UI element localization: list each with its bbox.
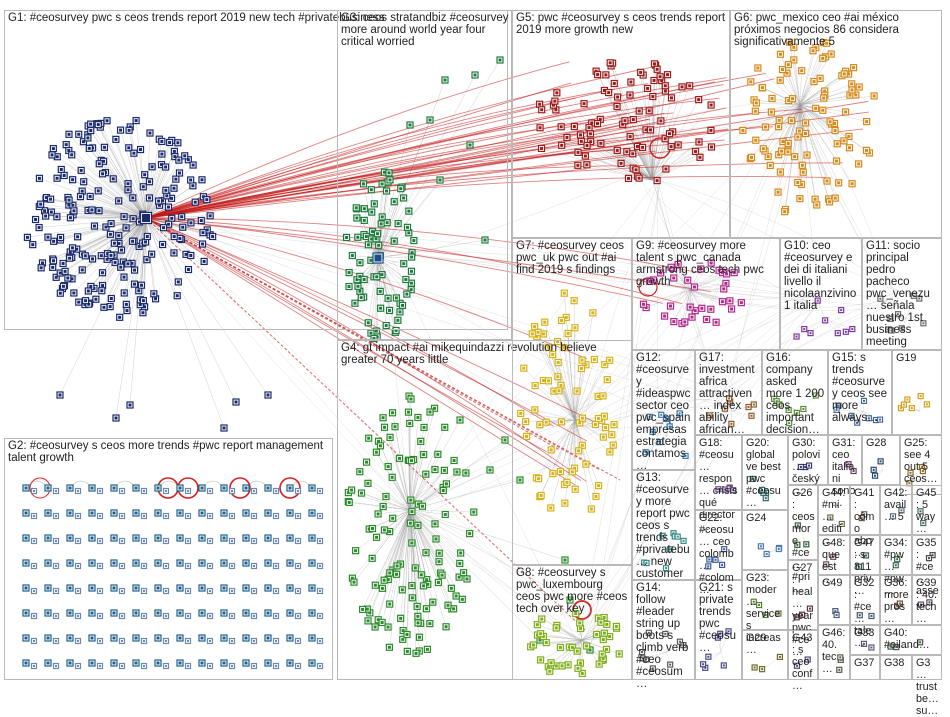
group-panel-g11: G11: socio principal pedro pacheco pwc_v…	[862, 238, 942, 350]
group-panel-g15: G15: s trends #ceosurvey ceos see more a…	[828, 350, 892, 435]
group-panel-g2: G2: #ceosurvey s ceos more trends #pwc r…	[4, 438, 333, 680]
group-panel-g16: G16: company asked more 1 200 ceos impor…	[762, 350, 828, 435]
group-label: G37	[854, 657, 877, 669]
group-panel-g13: G13: #ceosurvey more report pwc ceos s t…	[632, 470, 695, 580]
group-label: G6: pwc_mexico ceo #ai méxico próximos n…	[734, 12, 939, 48]
group-label: G3… trust be… su…	[916, 657, 939, 717]
group-label: G47: s 811 priv…	[854, 537, 877, 597]
group-panel-g41: G41: cómo abo…	[850, 485, 880, 535]
group-panel-g33: G33	[850, 625, 880, 655]
group-panel-g40: G40: #oiland…	[880, 625, 942, 655]
group-panel-g49: G49	[818, 575, 850, 625]
group-label: G42: avail… 5	[884, 487, 909, 523]
group-label: G2: #ceosurvey s ceos more trends #pwc r…	[8, 440, 330, 464]
group-panel-g29: G29	[742, 630, 788, 680]
group-label: G5: pwc #ceosurvey s ceos trends report …	[516, 12, 727, 36]
group-panel-g35: G35: #ce… asse…	[912, 535, 942, 575]
group-panel-g48: G48: que est…	[818, 535, 850, 575]
group-label: G3: ceos stratandbiz #ceosurvey more aro…	[341, 12, 509, 48]
group-panel-g34: G34: #pw… #pw…	[880, 535, 912, 575]
group-label: G7: #ceosurvey ceos pwc_uk pwc out #ai f…	[516, 240, 629, 276]
group-panel-g14: G14: follow #leader string up boots s cl…	[632, 580, 695, 680]
group-label: G39: 40. tech…	[916, 577, 939, 625]
group-panel-g8: G8: #ceosurvey s pwc_luxembourg ceos pwc…	[512, 565, 632, 680]
group-label: G17: investment africa attractiven… inde…	[699, 352, 759, 436]
group-panel-g42: G42: avail… 5	[880, 485, 912, 535]
graph-node-fill	[267, 394, 270, 397]
group-panel-g18: G18: #ceosu… respon… crisis qué director…	[695, 435, 742, 510]
group-label: G33	[854, 627, 877, 639]
group-label: G28	[866, 437, 897, 449]
group-panel-g6: G6: pwc_mexico ceo #ai méxico próximos n…	[730, 10, 942, 238]
group-label: G20: global ve best pwc #ceosu…	[746, 437, 785, 509]
group-label: G19	[896, 352, 939, 364]
group-panel-g3: G3: ceos stratandbiz #ceosurvey more aro…	[337, 10, 512, 340]
group-panel-g27: G27: heal… year pwc #ce…	[788, 560, 818, 630]
group-panel-g10: G10: ceo #ceosurvey e dei di italiani li…	[780, 238, 862, 350]
group-label: G40: #oiland…	[884, 627, 939, 651]
group-panel-g7: G7: #ceosurvey ceos pwc_uk pwc out #ai f…	[512, 238, 632, 565]
group-label: G16: company asked more 1 200 ceos impor…	[766, 352, 825, 436]
group-label: G22: #ceosu… ceo colomb… #colom…	[699, 512, 739, 596]
graph-node-fill	[129, 404, 132, 407]
group-label: G38	[884, 657, 909, 669]
graph-node-fill	[115, 417, 118, 420]
group-panel-g30: G30: polovi… český…	[788, 435, 828, 485]
group-label: G36: more pros…	[884, 577, 909, 625]
group-panel-g20: G20: global ve best pwc #ceosu…	[742, 435, 788, 510]
group-label: G25: see 4 out 5 ceos…	[904, 437, 939, 485]
group-label: G49	[822, 577, 847, 589]
group-panel-g38: G38	[880, 655, 912, 680]
group-label: G46: 40. tec…	[822, 627, 847, 675]
group-panel-g46: G46: 40. tec…	[818, 625, 850, 680]
group-label: G11: socio principal pedro pacheco pwc_v…	[866, 240, 939, 348]
group-label: G8: #ceosurvey s pwc_luxembourg ceos pwc…	[516, 567, 629, 615]
group-label: G43: s ceo conf…	[792, 632, 815, 692]
group-panel-g39: G39: 40. tech…	[912, 575, 942, 625]
graph-node-fill	[59, 394, 62, 397]
group-label: G14: follow #leader string up boots s cl…	[636, 582, 692, 690]
group-panel-g37: G37	[850, 655, 880, 680]
group-panel-g17: G17: investment africa attractiven… inde…	[695, 350, 762, 435]
group-panel-g22: G22: #ceosu… ceo colomb… #colom…	[695, 510, 742, 580]
group-panel-g3x: G3… trust be… su…	[912, 655, 942, 680]
group-panel-g5: G5: pwc #ceosurvey s ceos trends report …	[512, 10, 730, 238]
group-label: G29	[746, 632, 785, 644]
group-label: G15: s trends #ceosurvey ceos see more a…	[832, 352, 889, 424]
graph-node-fill	[235, 401, 238, 404]
group-panel-g45: G45: 5 way…	[912, 485, 942, 535]
group-panel-g28: G28	[862, 435, 900, 485]
graph-node-fill	[223, 427, 226, 430]
group-panel-g9: G9: #ceosurvey more talent s pwc_canada …	[632, 238, 780, 350]
group-panel-g23: G23: moder… services increas…	[742, 570, 788, 630]
group-panel-g24: G24	[742, 510, 788, 570]
group-panel-g31: G31: ceo italiani sono…	[828, 435, 862, 485]
group-panel-g12: G12: #ceosurvey #ideaspwc sector ceo pwc…	[632, 350, 695, 470]
group-panel-g36: G36: more pros…	[880, 575, 912, 625]
group-panel-g44: G44: #mi… editi…	[818, 485, 850, 535]
group-panel-g47: G47: s 811 priv…	[850, 535, 880, 575]
group-panel-g19: G19	[892, 350, 942, 435]
group-label: G9: #ceosurvey more talent s pwc_canada …	[636, 240, 777, 288]
group-label: G45: 5 way…	[916, 487, 939, 535]
group-label: G13: #ceosurvey more report pwc ceos s t…	[636, 472, 692, 580]
group-label: G24	[746, 512, 785, 524]
group-panel-g43: G43: s ceo conf…	[788, 630, 818, 680]
group-label: G10: ceo #ceosurvey e dei di italiani li…	[784, 240, 859, 312]
group-label: G12: #ceosurvey #ideaspwc sector ceo pwc…	[636, 352, 692, 472]
